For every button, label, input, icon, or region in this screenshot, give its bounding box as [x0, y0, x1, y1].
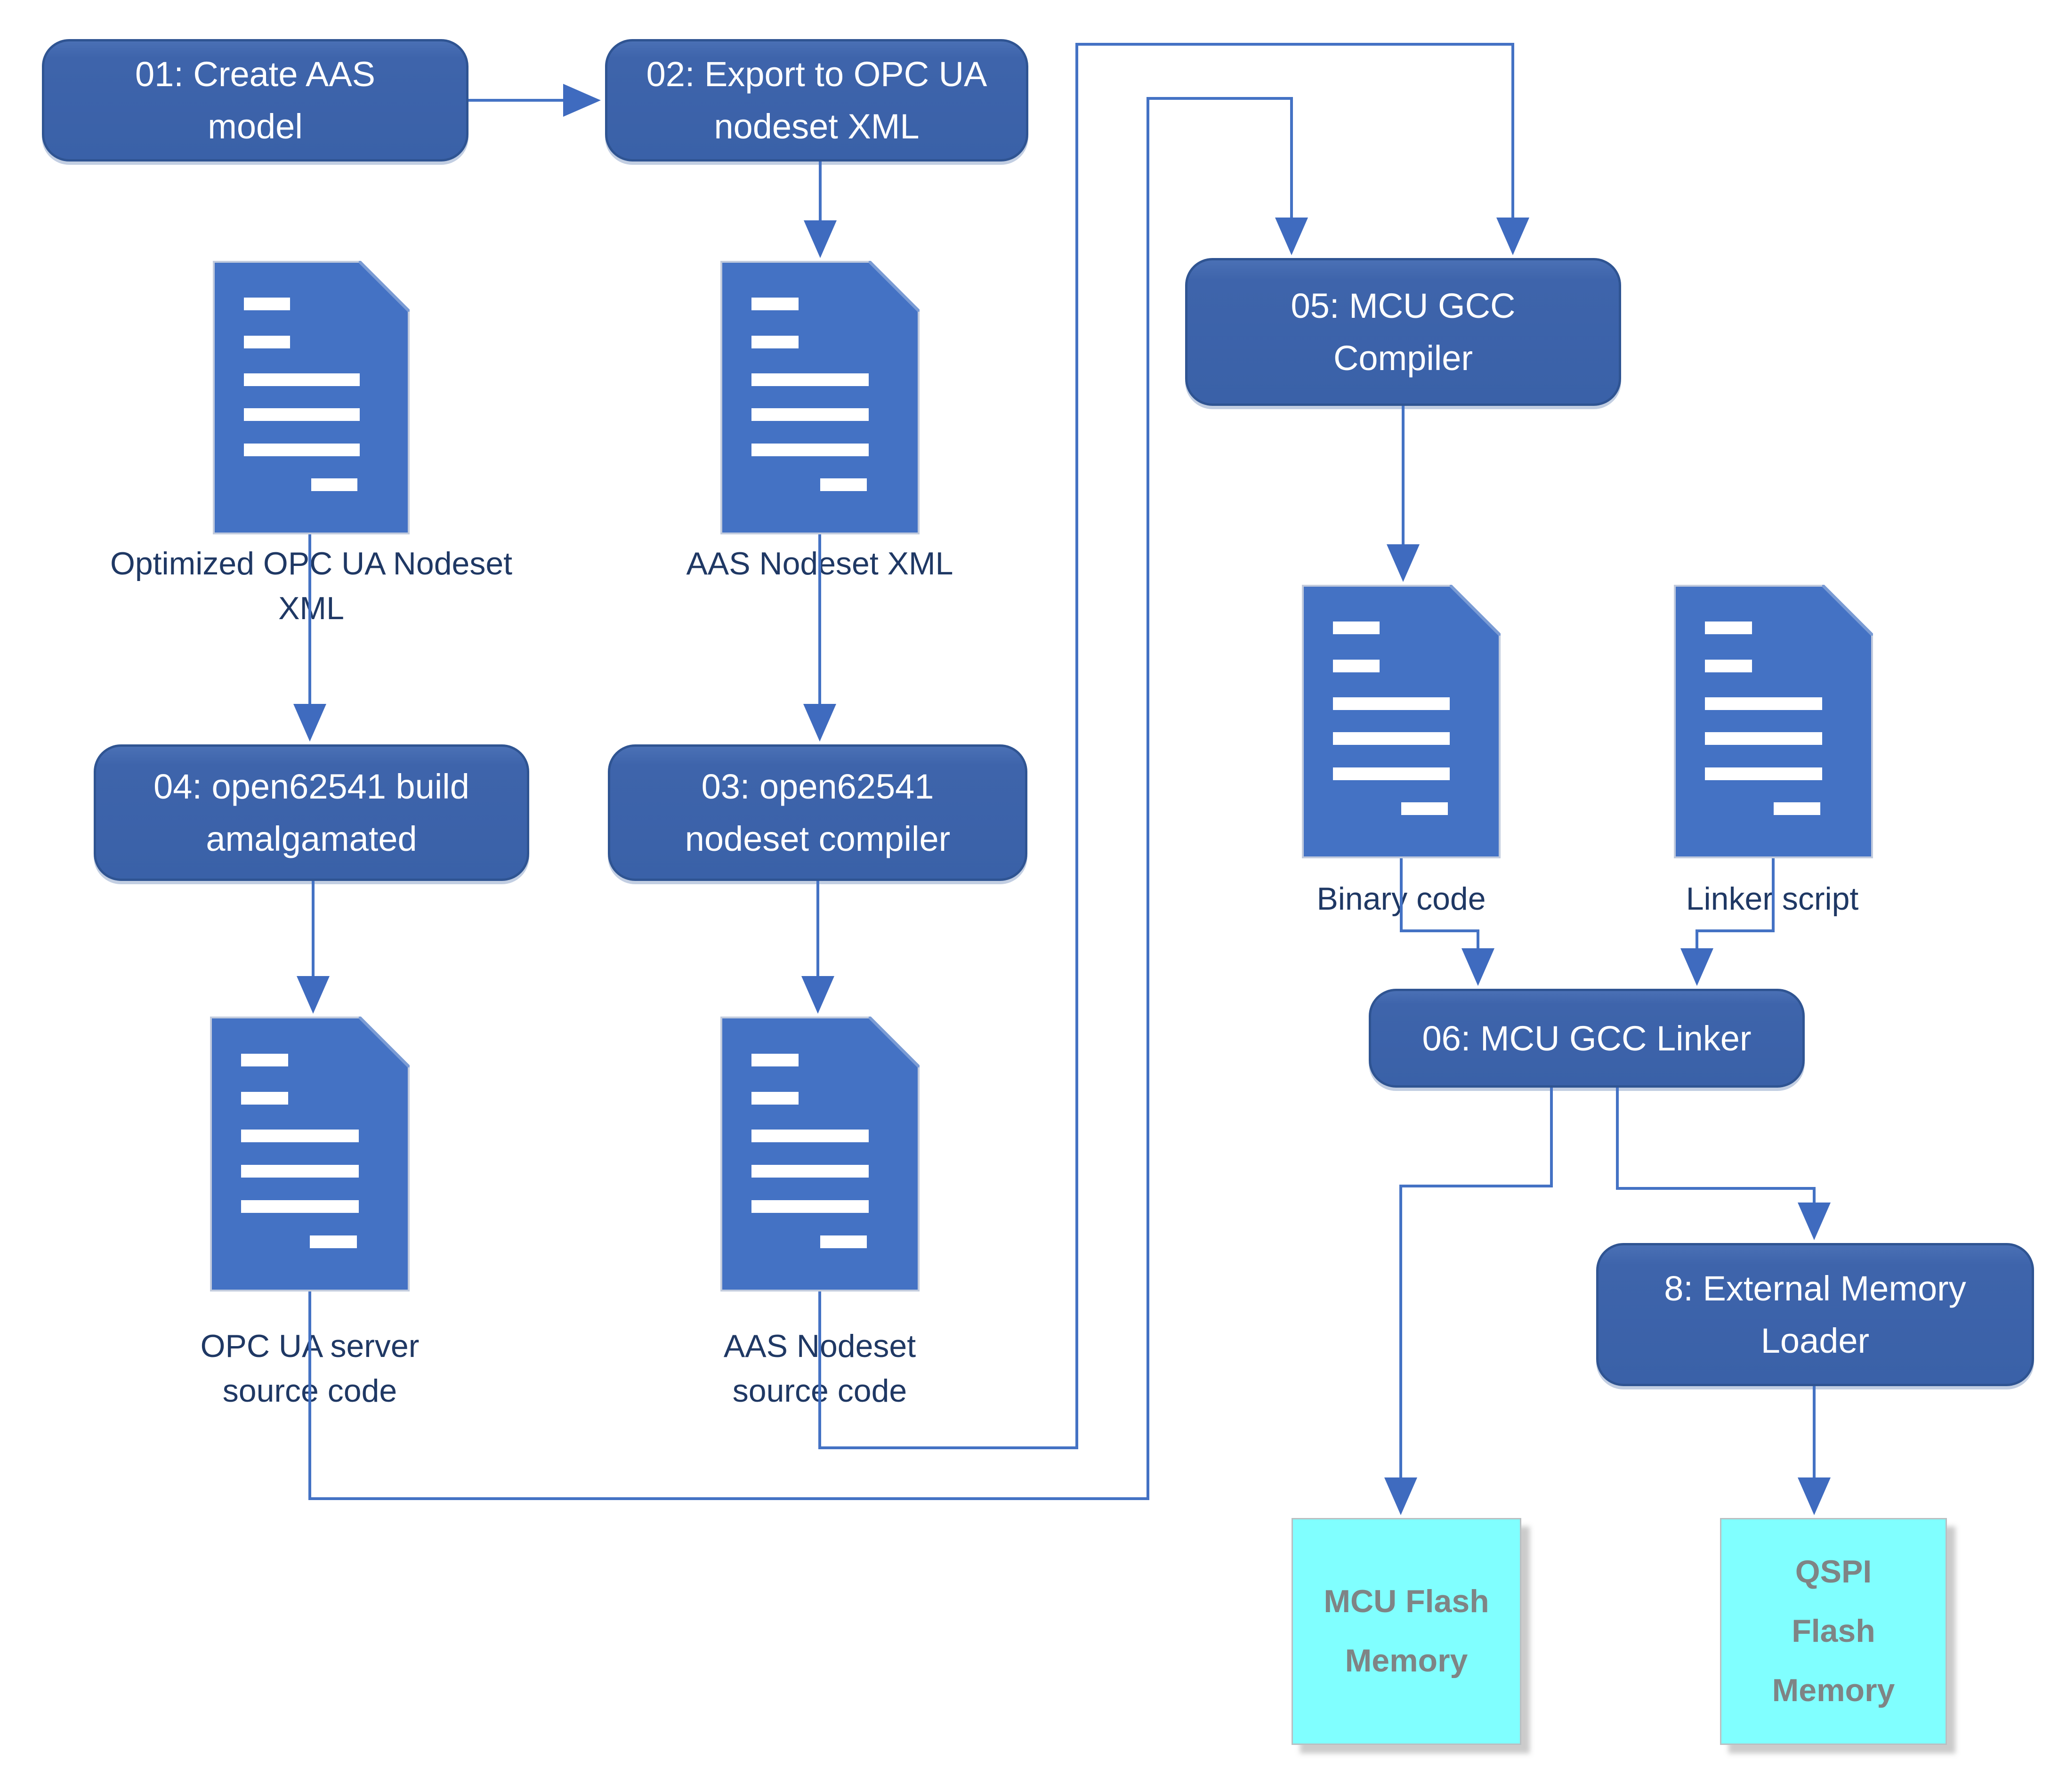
process-box-label-line: 01: Create AAS — [135, 55, 376, 94]
folded-corner-icon — [869, 261, 920, 312]
connector-06-to-mcu-flash — [1384, 1088, 1553, 1515]
process-box-label-line: Loader — [1760, 1321, 1870, 1360]
process-box-label-line: 04: open62541 build — [153, 767, 469, 806]
folded-corner-icon — [869, 1017, 920, 1067]
process-box-label-line: model — [208, 107, 303, 146]
process-box-label-line: amalgamated — [206, 819, 417, 858]
folded-corner-icon — [359, 261, 410, 312]
process-box-04-open62541-build: 04: open62541 build amalgamated — [94, 744, 529, 881]
document-caption-aas-nodeset-xml: AAS Nodeset XML — [686, 546, 953, 581]
document-icon-optimized-nodeset-xml — [213, 261, 410, 534]
document-icon-linker-script — [1674, 585, 1873, 858]
process-box-03-nodeset-compiler: 03: open62541 nodeset compiler — [608, 744, 1027, 881]
process-box-label-line: 05: MCU GCC — [1291, 286, 1516, 325]
document-icon-opcua-server-source — [210, 1017, 410, 1292]
folded-corner-icon — [1450, 585, 1501, 636]
process-box-08-external-memory-loader: 8: External Memory Loader — [1596, 1243, 2034, 1386]
connector-06-to-08 — [1616, 1088, 1831, 1240]
process-box-label-line: nodeset compiler — [685, 819, 951, 858]
document-caption-aas-nodeset-source: AAS Nodeset source code — [723, 1328, 916, 1409]
document-icon-binary-code — [1302, 585, 1501, 858]
process-box-01-create-aas-model: 01: Create AAS model — [42, 39, 468, 161]
document-caption-optimized-nodeset-xml: Optimized OPC UA Nodeset XML — [110, 546, 513, 627]
process-box-label-line: Compiler — [1333, 339, 1473, 378]
memory-block-mcu-flash: MCU Flash Memory — [1292, 1518, 1521, 1745]
process-box-label-line: 06: MCU GCC Linker — [1422, 1018, 1752, 1058]
process-box-05-mcu-gcc-compiler: 05: MCU GCC Compiler — [1185, 258, 1621, 406]
process-box-label-line: 02: Export to OPC UA — [646, 55, 987, 94]
process-box-label-line: nodeset XML — [714, 107, 920, 146]
folded-corner-icon — [359, 1017, 410, 1067]
process-box-label-line: 8: External Memory — [1664, 1269, 1966, 1308]
process-box-label-line: 03: open62541 — [701, 767, 934, 806]
memory-block-qspi-flash: QSPI Flash Memory — [1720, 1518, 1947, 1745]
process-box-02-export-opcua-nodeset: 02: Export to OPC UA nodeset XML — [605, 39, 1028, 161]
folded-corner-icon — [1822, 585, 1873, 636]
document-icon-aas-nodeset-source — [720, 1017, 920, 1292]
document-icon-aas-nodeset-xml — [720, 261, 920, 534]
document-caption-linker-script: Linker script — [1686, 881, 1859, 917]
document-caption-opcua-server-source: OPC UA server source code — [200, 1328, 420, 1409]
process-box-06-mcu-gcc-linker: 06: MCU GCC Linker — [1369, 989, 1805, 1088]
